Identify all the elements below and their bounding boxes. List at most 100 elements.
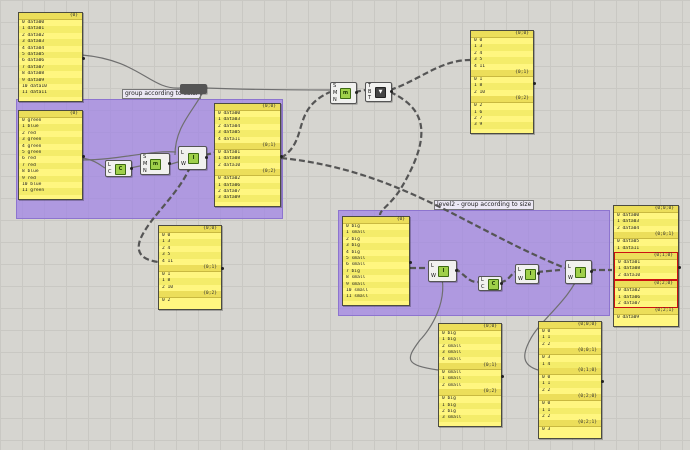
- input-port-m[interactable]: M: [333, 90, 338, 96]
- panel-item: 2 small: [442, 382, 462, 388]
- branch-path: {0;1}: [471, 69, 533, 77]
- input-port-n[interactable]: N: [333, 96, 337, 103]
- panel-item: 2 data04: [218, 123, 241, 129]
- input-port-c[interactable]: C: [481, 283, 485, 290]
- tree-branch-icon: ▼: [375, 87, 386, 98]
- panel-item: 2 data02: [22, 32, 45, 38]
- panel-item: 1 big: [439, 337, 501, 344]
- panel-item: 3 small: [439, 415, 501, 422]
- panel-item: 1 data03: [614, 219, 678, 226]
- panel-item: 5 small: [343, 255, 409, 263]
- panel-footer: [343, 301, 409, 305]
- panel-item: 0 0: [542, 329, 551, 334]
- input-port-b[interactable]: B: [368, 89, 372, 95]
- panel-output-grip[interactable]: [601, 379, 604, 383]
- panel-output-grip[interactable]: [409, 260, 412, 264]
- input-port-l[interactable]: L: [568, 263, 571, 270]
- panel-footer: [614, 322, 678, 326]
- input-port-w[interactable]: W: [181, 160, 186, 167]
- output-grip[interactable]: [168, 162, 171, 165]
- panel-item: 3 green: [19, 137, 82, 144]
- branch-path: {0;2}: [439, 389, 501, 397]
- panel-output-grip[interactable]: [501, 374, 504, 378]
- panel-item: 0 0: [474, 38, 483, 43]
- panel-item: 7 red: [19, 162, 82, 170]
- panel-output-grip[interactable]: [678, 265, 681, 269]
- panel-item: 0 1: [162, 271, 171, 277]
- panel-item: 2 red: [22, 130, 36, 136]
- input-port-s[interactable]: S: [333, 83, 337, 90]
- output-grip[interactable]: [455, 269, 458, 272]
- input-port-c[interactable]: C: [108, 169, 112, 176]
- panel-item: 6 small: [346, 262, 366, 268]
- panel-item: 4 data11: [218, 136, 241, 142]
- output-grip[interactable]: [355, 91, 358, 94]
- panel-output-grip[interactable]: [533, 81, 536, 85]
- input-port-n[interactable]: N: [143, 167, 147, 174]
- output-grip[interactable]: [590, 270, 593, 273]
- output-grip[interactable]: [205, 156, 208, 159]
- panel-item: 3 9: [471, 122, 533, 129]
- panel-output-grip[interactable]: [221, 267, 224, 271]
- panel-output-grip[interactable]: [280, 154, 283, 158]
- input-port-w[interactable]: W: [568, 274, 573, 281]
- input-port-l[interactable]: L: [481, 277, 484, 284]
- input-port-l[interactable]: L: [518, 266, 521, 273]
- panel-item: 5 data05: [19, 51, 82, 59]
- panel-output-grip[interactable]: [82, 154, 85, 158]
- output-grip[interactable]: [130, 166, 133, 170]
- relay-node[interactable]: [180, 84, 207, 94]
- panel-item: 2 4: [474, 50, 483, 56]
- input-port-w[interactable]: W: [431, 273, 436, 279]
- panel-item: 0 data00: [218, 111, 241, 116]
- output-grip[interactable]: [500, 281, 503, 285]
- panel-item: 0 data09: [617, 315, 640, 321]
- output-grip[interactable]: [390, 90, 393, 93]
- component-icon: I: [575, 267, 586, 278]
- input-port-s[interactable]: S: [143, 154, 147, 161]
- input-port-w[interactable]: W: [518, 275, 523, 282]
- branch-path: {0;0;1}: [614, 232, 678, 240]
- panel-item: 2 10: [474, 89, 486, 95]
- input-port-t[interactable]: T: [368, 83, 372, 89]
- panel-item: 2 7: [474, 115, 483, 121]
- input-port-l[interactable]: L: [181, 149, 184, 156]
- panel-output-grip[interactable]: [82, 56, 85, 60]
- panel-item: 0 data00: [22, 20, 45, 25]
- input-port-t[interactable]: T: [368, 95, 372, 101]
- panel-item: 1 3: [159, 239, 221, 246]
- panel-item: 1 data06: [215, 182, 280, 189]
- input-port-l[interactable]: L: [108, 161, 111, 168]
- panel-item: 9 small: [343, 281, 409, 288]
- branch-path: {0;1;0}: [539, 367, 601, 375]
- panel-item: 1 3: [471, 44, 533, 51]
- branch-path: {0;1}: [439, 362, 501, 370]
- panel-item: 4 big: [346, 249, 360, 255]
- output-grip[interactable]: [537, 272, 540, 275]
- branch-path: {0;1;0}: [615, 252, 677, 260]
- input-port-m[interactable]: M: [143, 161, 148, 167]
- input-port-l[interactable]: L: [431, 263, 434, 269]
